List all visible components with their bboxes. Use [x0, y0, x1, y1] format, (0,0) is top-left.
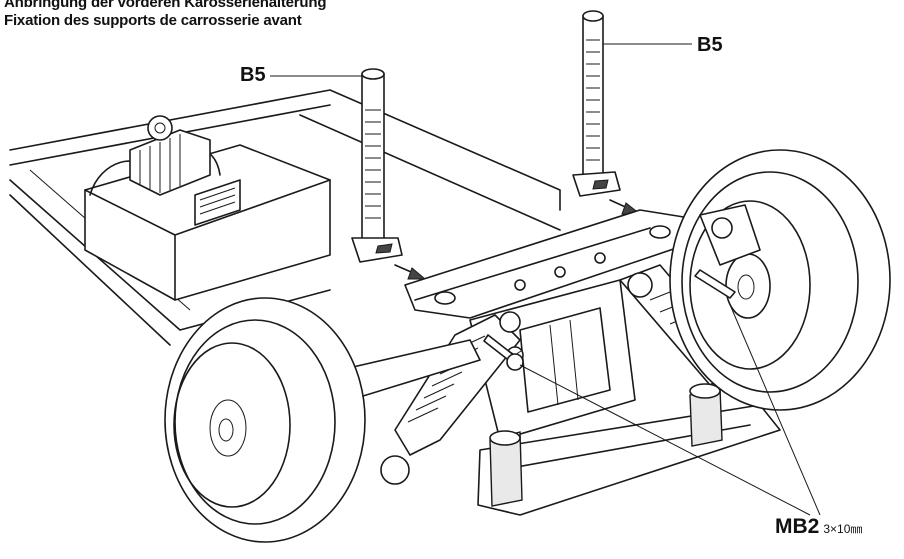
callout-mb2-part: MB2 — [775, 515, 820, 538]
screw-mb2-left — [483, 334, 524, 371]
damper-stay — [404, 209, 701, 319]
front-bumper — [477, 383, 781, 516]
screw-mb2-right — [694, 269, 736, 299]
body-post-left — [351, 68, 403, 263]
body-post-right — [572, 10, 621, 197]
motor-heatsink — [129, 115, 211, 196]
title-french: Fixation des supports de carrosserie ava… — [4, 12, 302, 29]
callout-b5-right: B5 — [697, 34, 723, 56]
leader-lines — [270, 43, 821, 516]
knuckle-right — [699, 204, 761, 266]
wheel-front-left — [164, 297, 366, 543]
title-german: Anbringung der vorderen Karosseriehalter… — [4, 0, 327, 11]
callout-b5-left: B5 — [240, 64, 266, 86]
callout-mb2-spec: 3×10㎜ — [823, 522, 863, 536]
